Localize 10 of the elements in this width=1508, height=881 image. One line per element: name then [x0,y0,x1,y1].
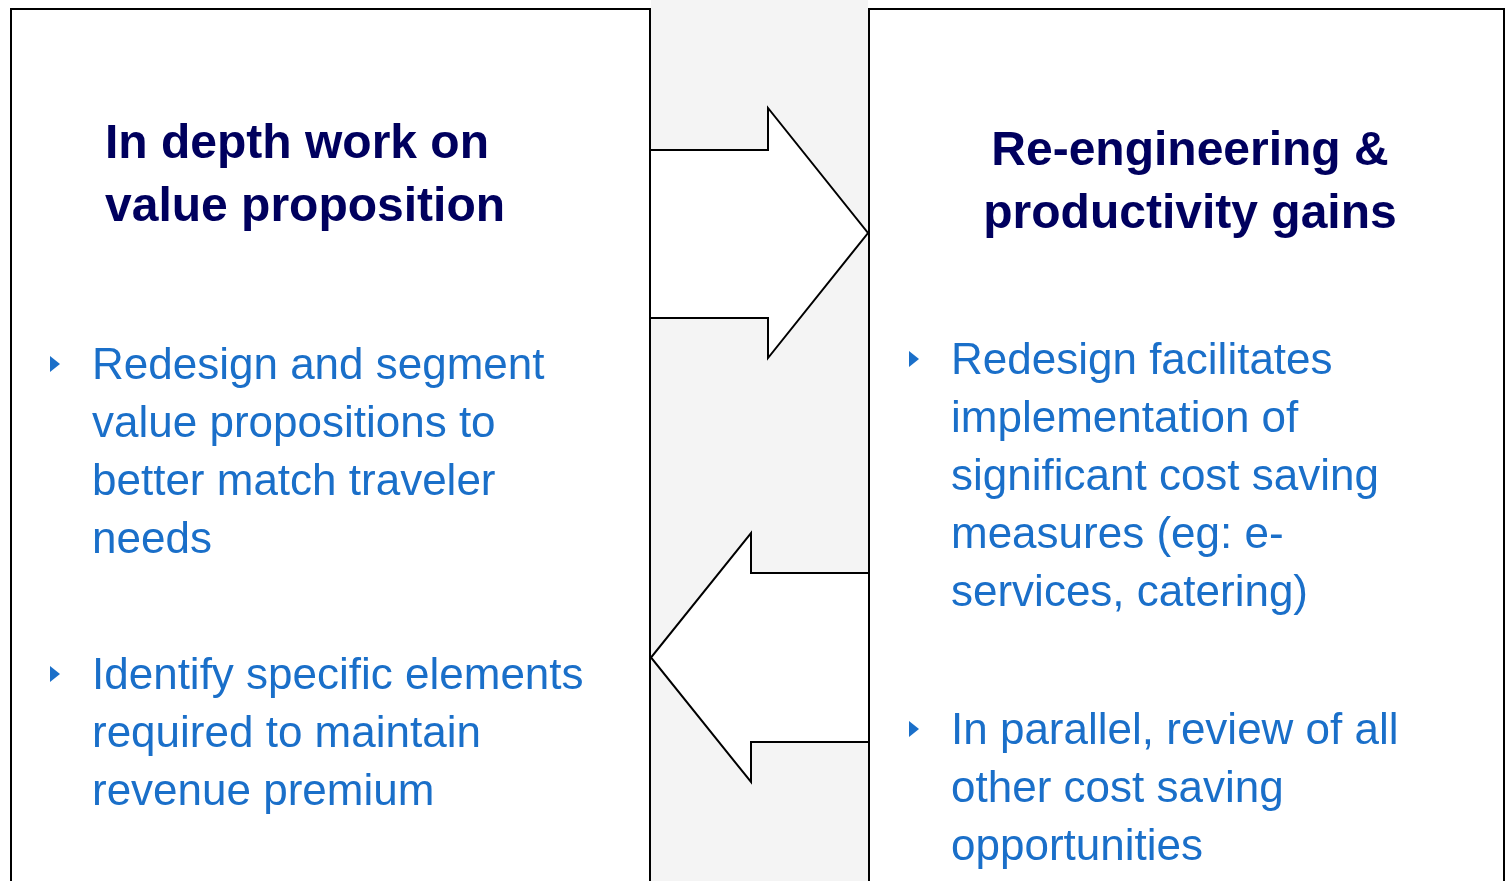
bullet-text: In parallel, review of all other cost saving opportunities [951,703,1400,871]
panel-heading: Re-engineering & productivity gains [982,121,1398,240]
block-arrow [649,530,869,785]
bullet-text: Redesign facilitates implementation of significant cost saving measures (eg: e-services, catering) [951,333,1380,617]
panel-heading: In depth work on value proposition [105,114,507,233]
panel-box [868,8,1505,881]
panel-box [10,8,651,881]
bullet-text: Identify specific elements required to maintain revenue premium [92,648,585,816]
bullet-text: Redesign and segment value propositions to better match traveler needs [92,338,546,564]
block-arrow [650,105,870,361]
